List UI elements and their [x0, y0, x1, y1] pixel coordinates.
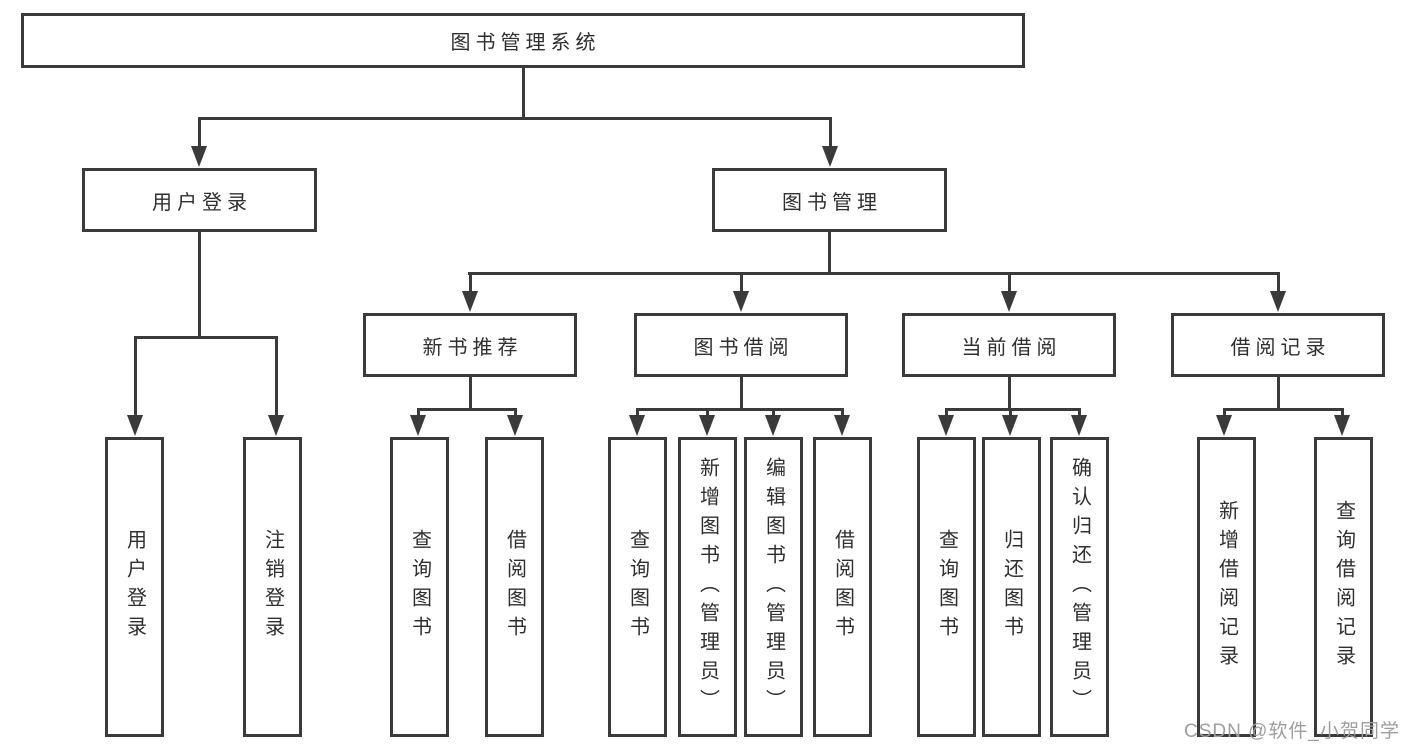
leaf-add-borrow-record: 新增借阅记录	[1197, 437, 1256, 737]
arrow-down-icon	[462, 274, 478, 312]
leaf-confirm-return-admin: 确认归还（管理员）	[1050, 437, 1109, 737]
arrow-down-icon	[1071, 410, 1087, 436]
arrow-down-icon	[765, 410, 781, 436]
arrow-down-icon	[1001, 274, 1017, 312]
leaf-borrow-book-label: 借阅图书	[831, 529, 854, 645]
leaf-current-query-label: 查询图书	[935, 529, 958, 645]
arrow-down-icon	[507, 410, 523, 436]
arrow-down-icon	[938, 410, 954, 436]
leaf-logout-label: 注销登录	[261, 529, 284, 645]
watermark: CSDN @软件_小贺同学	[1184, 721, 1400, 742]
leaf-logout: 注销登录	[243, 437, 302, 737]
node-book-borrowing-label: 图书借阅	[693, 336, 794, 359]
node-user-login: 用户登录	[82, 168, 317, 232]
leaf-newbook-query-label: 查询图书	[408, 529, 431, 645]
node-borrow-records-label: 借阅记录	[1230, 336, 1331, 359]
connector-line	[468, 272, 1280, 275]
leaf-edit-book-admin-label: 编辑图书（管理员）	[762, 456, 785, 718]
leaf-user-login-label: 用户登录	[123, 529, 146, 645]
arrow-down-icon	[1270, 274, 1286, 312]
leaf-add-book-admin-label: 新增图书（管理员）	[696, 456, 719, 718]
arrow-down-icon	[1002, 410, 1018, 436]
arrow-down-icon	[191, 119, 207, 167]
leaf-borrow-query: 查询图书	[608, 437, 667, 737]
leaf-query-borrow-record: 查询借阅记录	[1314, 437, 1373, 737]
node-new-book-recommend: 新书推荐	[363, 313, 577, 377]
connector-line	[198, 117, 832, 120]
connector-line	[468, 377, 472, 411]
leaf-add-borrow-record-label: 新增借阅记录	[1215, 500, 1238, 674]
connector-line	[828, 232, 831, 275]
connector-line	[945, 408, 1081, 411]
leaf-confirm-return-admin-label: 确认归还（管理员）	[1068, 456, 1091, 718]
arrow-down-icon	[629, 410, 645, 436]
leaf-current-query: 查询图书	[917, 437, 976, 737]
leaf-query-borrow-record-label: 查询借阅记录	[1332, 500, 1355, 674]
leaf-borrow-book: 借阅图书	[813, 437, 872, 737]
node-borrow-records: 借阅记录	[1171, 313, 1385, 377]
connector-line	[636, 408, 844, 411]
connector-line	[1007, 377, 1011, 411]
arrow-down-icon	[410, 410, 426, 436]
connector-line	[521, 68, 525, 118]
arrow-down-icon	[733, 274, 749, 312]
node-root: 图书管理系统	[21, 13, 1025, 68]
node-book-borrowing: 图书借阅	[634, 313, 848, 377]
leaf-return-book-label: 归还图书	[1000, 529, 1023, 645]
arrow-down-icon	[699, 410, 715, 436]
leaf-return-book: 归还图书	[982, 437, 1041, 737]
arrow-down-icon	[1216, 410, 1232, 436]
node-user-login-label: 用户登录	[152, 191, 252, 214]
connector-line	[1223, 408, 1344, 411]
leaf-newbook-borrow: 借阅图书	[485, 437, 544, 737]
node-book-management-label: 图书管理	[782, 191, 882, 214]
connector-line	[1276, 377, 1280, 411]
leaf-newbook-query: 查询图书	[390, 437, 449, 737]
node-current-borrowing-label: 当前借阅	[961, 336, 1062, 359]
connector-line	[134, 336, 278, 339]
node-new-book-recommend-label: 新书推荐	[422, 336, 523, 359]
arrow-down-icon	[127, 338, 143, 436]
leaf-user-login: 用户登录	[105, 437, 164, 737]
connector-line	[417, 408, 517, 411]
arrow-down-icon	[834, 410, 850, 436]
connector-line	[739, 377, 743, 411]
node-book-management: 图书管理	[712, 168, 947, 232]
leaf-edit-book-admin: 编辑图书（管理员）	[744, 437, 803, 737]
connector-line	[198, 232, 201, 339]
node-root-label: 图书管理系统	[450, 32, 601, 54]
leaf-newbook-borrow-label: 借阅图书	[503, 529, 526, 645]
arrow-down-icon	[822, 119, 838, 167]
leaf-borrow-query-label: 查询图书	[626, 529, 649, 645]
arrow-down-icon	[1334, 410, 1350, 436]
node-current-borrowing: 当前借阅	[902, 313, 1116, 377]
arrow-down-icon	[268, 338, 284, 436]
leaf-add-book-admin: 新增图书（管理员）	[678, 437, 737, 737]
